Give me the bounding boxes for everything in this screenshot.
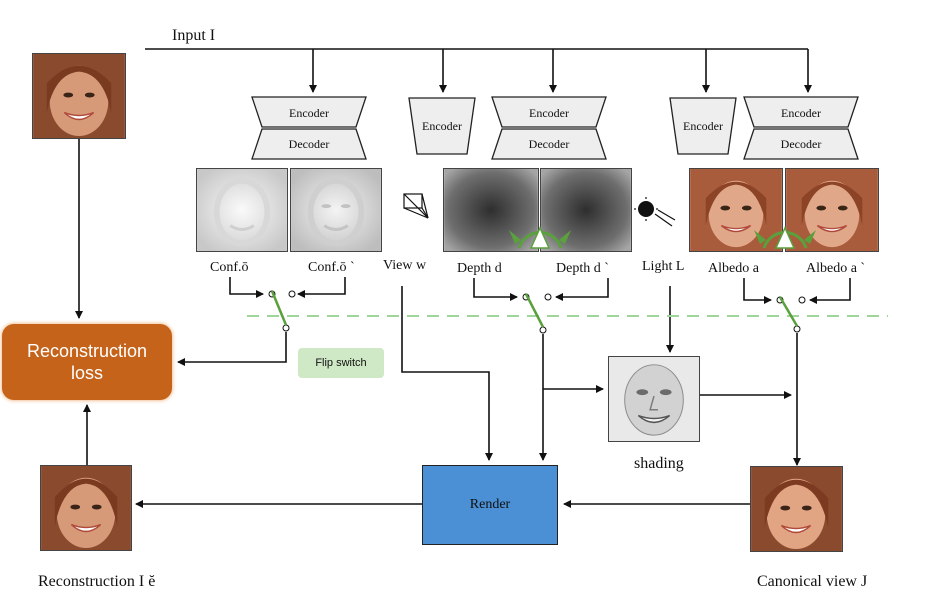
encoder-label: Encoder	[683, 119, 723, 133]
encoder-label: Encoder	[529, 106, 569, 120]
albedo-map-image	[689, 168, 783, 252]
confidence-map-image	[196, 168, 288, 252]
input-face-image	[32, 53, 126, 139]
decoder-label: Decoder	[780, 137, 822, 151]
view-camera-icon	[403, 193, 429, 219]
decoder-label: Decoder	[528, 137, 570, 151]
confidence-map-flipped-image	[290, 168, 382, 252]
render-box: Render	[422, 465, 558, 545]
depth-label: Depth d	[457, 261, 502, 276]
arrow-albedo-to-switch	[743, 278, 772, 304]
canonical-view-label: Canonical view J	[757, 573, 868, 590]
light-label: Light L	[642, 259, 685, 274]
reconstruction-loss-line-1: Reconstruction	[26, 340, 148, 361]
albedo-map-flipped-image	[785, 168, 879, 252]
flip-switch-conf	[268, 290, 296, 332]
reconstruction-loss-box: Reconstruction loss	[2, 324, 172, 400]
light-sun-icon	[634, 197, 676, 227]
arrow-conf-flip-to-switch	[297, 277, 346, 298]
input-label: Input I	[172, 27, 216, 44]
arrow-albedo-flip-to-switch	[809, 278, 851, 304]
encoder-decoder-conf: Encoder Decoder	[250, 96, 368, 160]
shading-label: shading	[634, 455, 684, 472]
flip-switch-depth	[522, 293, 552, 334]
depth-map-image	[443, 168, 539, 252]
encoder-decoder-albedo: Encoder Decoder	[742, 96, 860, 160]
canonical-view-image	[750, 466, 843, 552]
flip-rotate-icon-depth	[509, 226, 571, 249]
arrow-conf-switch-to-loss	[177, 332, 287, 366]
arrow-depth-flip-to-switch	[555, 278, 609, 301]
depth-flip-label: Depth d `	[556, 261, 609, 276]
depth-map-flipped-image	[540, 168, 632, 252]
flip-switch-legend: Flip switch	[298, 348, 384, 378]
arrow-depth-to-switch	[473, 278, 518, 301]
encoder-label: Encoder	[422, 119, 462, 133]
encoder-view: Encoder	[407, 97, 477, 155]
conf-flip-label: Conf.ō `	[308, 260, 355, 275]
encoder-light: Encoder	[668, 97, 738, 155]
encoder-label: Encoder	[781, 106, 821, 120]
arrow-view-to-render	[401, 286, 493, 461]
encoder-decoder-depth: Encoder Decoder	[490, 96, 608, 160]
flip-rotate-icon-albedo	[754, 226, 816, 249]
reconstruction-loss-line-2: loss	[70, 363, 103, 383]
encoder-label: Encoder	[289, 106, 329, 120]
reconstruction-output-image	[40, 465, 132, 551]
flip-switch-albedo	[776, 296, 806, 333]
arrow-conf-to-switch	[229, 277, 264, 298]
shading-image	[608, 356, 700, 442]
reconstruction-output-label: Reconstruction I ĕ	[38, 573, 156, 590]
view-label: View w	[383, 258, 427, 273]
decoder-label: Decoder	[288, 137, 330, 151]
conf-label: Conf.ō	[210, 260, 249, 275]
albedo-flip-label: Albedo a `	[806, 261, 866, 276]
albedo-label: Albedo a	[708, 261, 759, 276]
